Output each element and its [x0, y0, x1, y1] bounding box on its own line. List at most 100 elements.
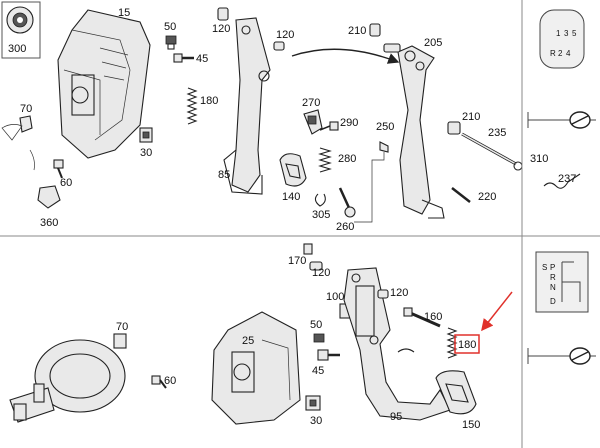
gear-top-4: 4: [566, 49, 571, 58]
screw-50-bottom: [313, 333, 325, 343]
label-205: 205: [424, 37, 442, 49]
label-210-right: 210: [462, 111, 480, 123]
label-220: 220: [478, 191, 496, 203]
bushing-120-top-b: [273, 41, 285, 51]
pad-140: [279, 153, 307, 187]
nut-30-top: [139, 127, 153, 143]
brand-badge-top: [527, 111, 596, 129]
bushing-120-top-a: [217, 7, 229, 21]
bushing-120-bottom-a: [309, 261, 323, 271]
label-60-bottom: 60: [164, 375, 176, 387]
brand-badge-bottom: [527, 347, 596, 365]
bushing-120-bottom-b: [377, 289, 389, 299]
label-290: 290: [340, 117, 358, 129]
label-180-top: 180: [200, 95, 218, 107]
pin-290: [319, 121, 339, 131]
clip-305: [314, 193, 326, 207]
bolt-45-top: [173, 53, 194, 63]
label-250: 250: [376, 121, 394, 133]
part-300-inset: [1, 1, 41, 59]
label-70-bottom: 70: [116, 321, 128, 333]
nut-30-bottom: [305, 395, 321, 411]
transfer-arrow: [291, 48, 400, 64]
clip-360: [29, 149, 61, 209]
label-45-bottom: 45: [312, 365, 324, 377]
label-60-top: 60: [60, 177, 72, 189]
pedal-bracket-25: [211, 311, 301, 425]
label-160: 160: [424, 311, 442, 323]
gear-bottom-r: R: [550, 273, 556, 282]
rod-260: [338, 187, 356, 218]
label-30-top: 30: [140, 147, 152, 159]
spring-280: [318, 147, 332, 173]
gear-bottom-n: N: [550, 283, 556, 292]
gear-top-5: 5: [572, 29, 577, 38]
label-15: 15: [118, 7, 130, 19]
label-170: 170: [288, 255, 306, 267]
bolt-60-top: [53, 159, 64, 179]
cable-250: [354, 141, 389, 223]
gear-top-3: 3: [564, 29, 569, 38]
screw-170: [303, 243, 313, 255]
gear-top-2: 2: [558, 49, 563, 58]
label-280: 280: [338, 153, 356, 165]
gear-top-r: R: [550, 49, 556, 58]
label-120-top-a: 120: [212, 23, 230, 35]
label-305: 305: [312, 209, 330, 221]
highlight-box: [454, 334, 480, 354]
label-85: 85: [218, 169, 230, 181]
pin-160: [403, 307, 441, 328]
gear-top-1: 1: [556, 29, 561, 38]
brake-booster: [9, 339, 126, 423]
screw-50-top: [165, 35, 177, 50]
label-140: 140: [282, 191, 300, 203]
label-300: 300: [8, 43, 26, 55]
label-120-bottom-b: 120: [390, 287, 408, 299]
bushing-210-top: [369, 23, 381, 37]
switch-270: [303, 109, 323, 135]
gear-bottom-d: D: [550, 297, 556, 306]
label-260: 260: [336, 221, 354, 233]
pin-220: [451, 187, 471, 203]
highlight-arrow: [481, 291, 513, 332]
spring-180-top: [186, 87, 198, 125]
label-70-top: 70: [20, 103, 32, 115]
clip-70-top: [1, 115, 33, 141]
pedal-arm-85: [223, 17, 271, 195]
label-310: 310: [530, 153, 548, 165]
gear-pattern-panel-top: [521, 0, 585, 236]
bushing-210-right: [447, 121, 461, 135]
bolt-60-bottom: [151, 375, 167, 389]
pedal-bracket-15: [57, 9, 151, 159]
label-150: 150: [462, 419, 480, 431]
gear-pattern-panel-bottom: [521, 236, 589, 448]
ring-310: [513, 161, 523, 171]
bolt-45-bottom: [317, 349, 340, 361]
label-30-bottom: 30: [310, 415, 322, 427]
label-95: 95: [390, 411, 402, 423]
label-210-top: 210: [348, 25, 366, 37]
label-120-bottom-a: 120: [312, 267, 330, 279]
label-100: 100: [326, 291, 344, 303]
spring-237: [543, 173, 581, 189]
label-50-top: 50: [164, 21, 176, 33]
label-270: 270: [302, 97, 320, 109]
label-237: 237: [558, 173, 576, 185]
spring-180-bottom: [446, 327, 458, 359]
gear-bottom-p: P: [550, 263, 555, 272]
pedal-arm-205: [383, 43, 445, 219]
label-180-bottom: 180: [458, 339, 476, 351]
label-25: 25: [242, 335, 254, 347]
pad-150: [435, 370, 477, 415]
label-235: 235: [488, 127, 506, 139]
label-360: 360: [40, 217, 58, 229]
gear-bottom-s: S: [542, 263, 547, 272]
label-45-top: 45: [196, 53, 208, 65]
label-50-bottom: 50: [310, 319, 322, 331]
label-120-top-b: 120: [276, 29, 294, 41]
clip-70-bottom: [113, 333, 127, 349]
clip-pedal-bottom: [397, 348, 415, 353]
pedal-arm-95: [343, 267, 451, 421]
shaft-235: [461, 132, 517, 166]
